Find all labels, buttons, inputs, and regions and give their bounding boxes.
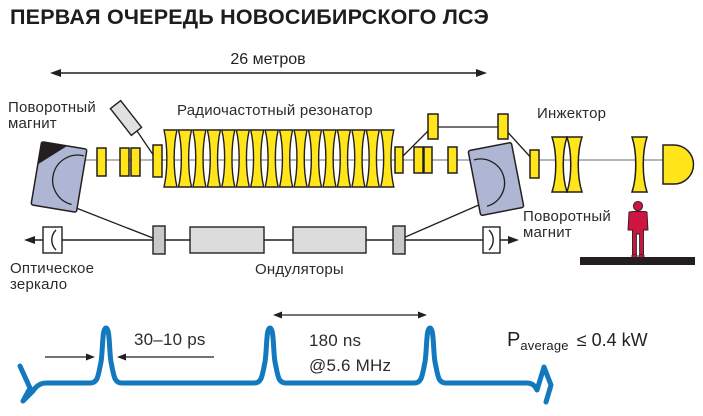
page-title: ПЕРВАЯ ОЧЕРЕДЬ НОВОСИБИРСКОГО ЛСЭ (10, 5, 489, 29)
injector-label: Инжектор (537, 105, 607, 122)
repetition-label: 180 ns @5.6 MHz (309, 331, 392, 375)
power-subscript: average (520, 338, 569, 353)
beam-transfer-lines (65, 126, 535, 241)
undulator-icons (152, 225, 406, 255)
scale-arrow (50, 69, 487, 77)
pulse-waveform (17, 325, 554, 405)
beam-axis-lower (24, 236, 519, 244)
period-arrow (273, 311, 427, 319)
bending-magnet-left-label: Поворотный магнит (8, 99, 96, 132)
rf-resonator-icon (163, 129, 395, 188)
quadrupole-icons (96, 113, 540, 179)
mirror-left-icon (42, 226, 63, 254)
pulse-width-label: 30–10 ps (134, 330, 206, 349)
human-figure-icon (580, 200, 695, 265)
pulse-width-arrows (45, 353, 214, 361)
electron-gun-icon (662, 144, 695, 185)
undulators-label: Ондуляторы (255, 261, 344, 278)
scale-length-label: 26 метров (230, 51, 306, 68)
bending-magnet-left-icon (30, 141, 88, 213)
rf-resonator-label: Радиочастотный резонатор (177, 102, 373, 119)
bending-magnet-right-label: Поворотный магнит (523, 208, 611, 241)
septum-icon (109, 99, 143, 137)
scale-floor-bar (580, 257, 695, 265)
power-value: ≤ 0.4 kW (576, 330, 648, 350)
bending-magnet-right-icon (467, 142, 525, 216)
optical-mirror-label: Оптическое зеркало (10, 260, 95, 293)
mirror-right-icon (482, 226, 501, 254)
average-power-label: Paverage ≤ 0.4 kW (507, 329, 648, 353)
power-symbol: P (507, 329, 521, 351)
injector-icons (551, 136, 695, 193)
